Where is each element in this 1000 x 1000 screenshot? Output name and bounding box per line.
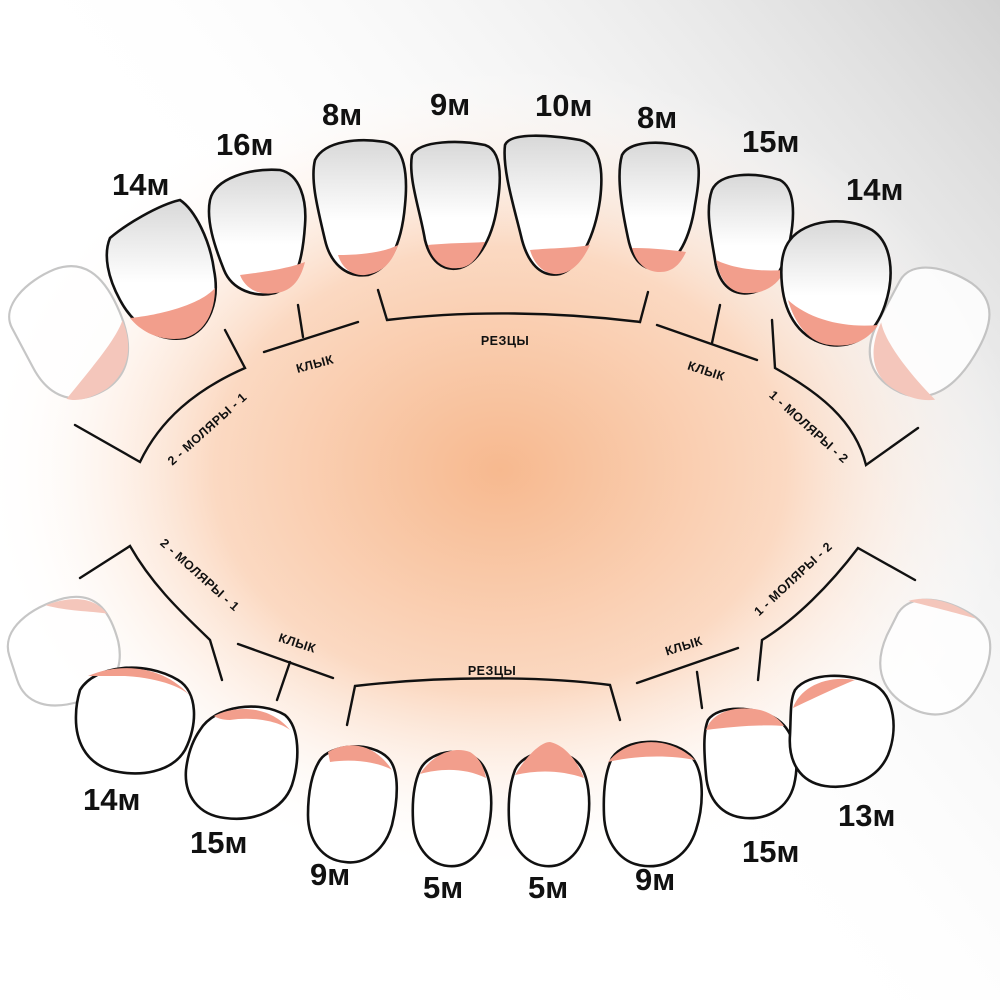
upper-canine-left bbox=[312, 139, 408, 277]
ghost-molars bbox=[6, 265, 992, 716]
upper-tooth-age-8: 14м bbox=[846, 172, 903, 207]
lower-lateral-incisor-left bbox=[411, 750, 493, 868]
ghost-upper-left-molar bbox=[8, 265, 130, 400]
upper-molars-right-line bbox=[770, 318, 920, 468]
upper-canine-right-tick bbox=[710, 303, 722, 345]
lower-molar-1-right bbox=[788, 674, 895, 789]
lower-tooth-age-4: 5м bbox=[423, 870, 463, 905]
ghost-upper-right-molar bbox=[868, 266, 991, 401]
upper-tooth-age-4: 9м bbox=[430, 87, 470, 122]
lower-molars-left-line bbox=[78, 544, 224, 682]
upper-incisors-bracket bbox=[376, 288, 650, 324]
lower-tooth-age-8: 13м bbox=[838, 798, 895, 833]
lower-central-incisor-left bbox=[507, 742, 591, 868]
upper-canine-right bbox=[707, 173, 795, 295]
upper-age-labels: 14м 16м 8м 9м 10м 8м 15м 14м bbox=[112, 87, 903, 207]
upper-tooth-age-3: 8м bbox=[322, 97, 362, 132]
upper-incisors-label: РЕЗЦЫ bbox=[481, 334, 529, 348]
upper-molar-2-left bbox=[105, 198, 217, 340]
lower-tooth-age-3: 9м bbox=[310, 857, 350, 892]
lower-canine-right-tick bbox=[695, 670, 704, 710]
lower-teeth bbox=[74, 666, 895, 868]
ghost-lower-right-molar bbox=[879, 598, 992, 716]
lower-molars-right-line bbox=[756, 546, 917, 682]
upper-central-incisor-left bbox=[503, 134, 603, 276]
lower-molar-2-left bbox=[74, 666, 196, 775]
lower-tooth-age-7: 15м bbox=[742, 834, 799, 869]
lower-group-lines bbox=[78, 544, 917, 727]
upper-canine-right-line bbox=[655, 323, 759, 362]
upper-tooth-age-6: 8м bbox=[637, 100, 677, 135]
lower-canine-right-line bbox=[635, 646, 740, 685]
lower-canine-left-line bbox=[236, 642, 335, 680]
lower-canine-right bbox=[703, 707, 798, 820]
upper-molar-1-left bbox=[207, 168, 307, 296]
upper-central-incisor-right bbox=[618, 141, 701, 272]
upper-tooth-age-1: 14м bbox=[112, 167, 169, 202]
upper-canine-left-tick bbox=[296, 303, 305, 339]
lower-incisors-label: РЕЗЦЫ bbox=[468, 664, 516, 678]
upper-tooth-age-2: 16м bbox=[216, 127, 273, 162]
lower-molar-1-left bbox=[184, 705, 299, 821]
lower-age-labels: 14м 15м 9м 5м 5м 9м 15м 13м bbox=[83, 782, 895, 905]
lower-tooth-age-1: 14м bbox=[83, 782, 140, 817]
lower-incisors-bracket bbox=[345, 677, 622, 727]
upper-tooth-age-5: 10м bbox=[535, 88, 592, 123]
upper-lateral-incisor-left bbox=[409, 140, 502, 271]
upper-molars-left-line bbox=[73, 328, 247, 464]
lower-canine-right-tick-left bbox=[275, 660, 292, 702]
upper-canine-left-line bbox=[262, 320, 360, 354]
upper-group-lines bbox=[73, 288, 920, 468]
lower-central-incisor-right bbox=[602, 740, 703, 868]
lower-tooth-age-6: 9м bbox=[635, 862, 675, 897]
lower-canine-left bbox=[306, 745, 399, 864]
lower-tooth-age-5: 5м bbox=[528, 870, 568, 905]
lower-tooth-age-2: 15м bbox=[190, 825, 247, 860]
upper-tooth-age-7: 15м bbox=[742, 124, 799, 159]
upper-teeth bbox=[105, 134, 892, 347]
upper-molar-1-right bbox=[779, 219, 892, 347]
